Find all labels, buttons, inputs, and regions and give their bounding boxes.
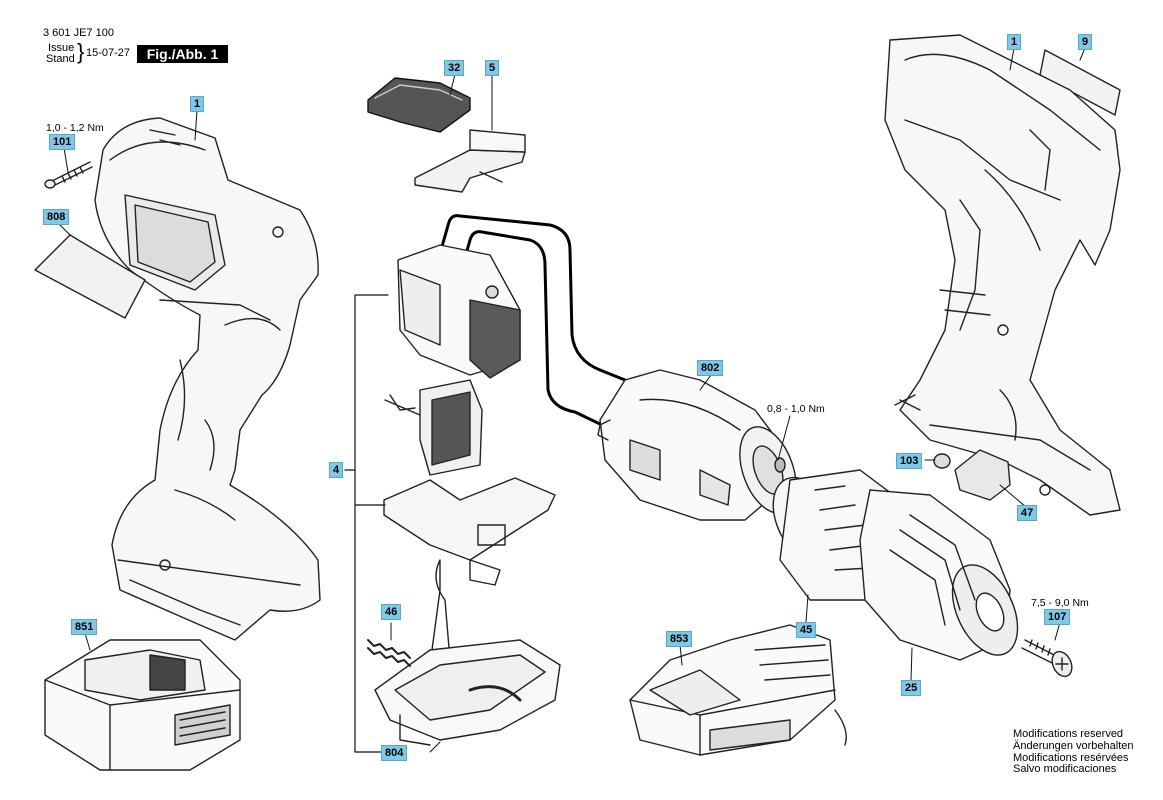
callout-32[interactable]: 32 — [444, 60, 465, 76]
notice-es: Salvo modificaciones — [1013, 763, 1117, 776]
switch-drawing — [397, 244, 521, 379]
torque-screw: 1,0 - 1,2 Nm — [46, 122, 104, 134]
callout-47[interactable]: 47 — [1017, 505, 1038, 521]
issue-label: Issue — [48, 42, 75, 54]
notice-en: Modifications reserved — [1013, 728, 1124, 740]
gear-cover-drawing — [954, 449, 1011, 501]
callout-4[interactable]: 4 — [329, 462, 344, 478]
callout-9[interactable]: 9 — [1078, 34, 1093, 50]
housing-right-drawing — [884, 34, 1121, 516]
bracket-4 — [344, 294, 391, 753]
notice-fr: Modifications resérvées — [1013, 751, 1129, 764]
chuck-drawing — [859, 489, 1019, 661]
notice-de: Änderungen vorbehalten — [1013, 739, 1134, 752]
callout-46[interactable]: 46 — [381, 604, 402, 620]
switch-board-drawing — [383, 379, 556, 561]
nameplate-drawing — [34, 234, 146, 319]
callout-101[interactable]: 101 — [49, 134, 76, 150]
doc-number: 3 601 JE7 100 — [43, 27, 114, 39]
leader-lines — [57, 47, 1086, 753]
stand-label: Stand — [46, 53, 75, 65]
callout-853[interactable]: 853 — [666, 631, 693, 647]
slide-switch-drawing — [367, 77, 471, 133]
battery-drawing — [44, 639, 241, 771]
cap-drawing — [933, 453, 951, 469]
base-bracket-drawing — [374, 559, 561, 746]
wiring-drawing — [439, 214, 632, 427]
spring-drawing — [367, 639, 411, 667]
brace-glyph: } — [77, 39, 85, 64]
callout-808[interactable]: 808 — [43, 209, 70, 225]
torque-motor: 0,8 - 1,0 Nm — [767, 403, 825, 415]
callout-1-right[interactable]: 1 — [1007, 34, 1022, 50]
callout-25[interactable]: 25 — [901, 680, 922, 696]
charger-drawing — [629, 624, 847, 756]
screw-drawing — [44, 161, 93, 189]
callout-851[interactable]: 851 — [71, 619, 98, 635]
callout-804[interactable]: 804 — [381, 745, 408, 761]
figure-label: Fig./Abb. 1 — [137, 45, 228, 63]
callout-5[interactable]: 5 — [485, 60, 500, 76]
callout-1-left[interactable]: 1 — [190, 96, 205, 112]
label-plate-drawing — [1039, 49, 1121, 116]
modifications-notice: Modifications reserved Änderungen vorbeh… — [1013, 728, 1134, 776]
torque-chuck: 7,5 - 9,0 Nm — [1031, 597, 1089, 609]
housing-left-drawing — [94, 117, 321, 641]
chuck-screw-drawing — [1021, 639, 1073, 678]
callout-802[interactable]: 802 — [697, 360, 724, 376]
callout-107[interactable]: 107 — [1044, 609, 1071, 625]
direction-switch-drawing — [414, 129, 526, 193]
callout-103[interactable]: 103 — [896, 453, 923, 469]
header-date: 15-07-27 — [86, 47, 131, 59]
callout-45[interactable]: 45 — [796, 622, 817, 638]
